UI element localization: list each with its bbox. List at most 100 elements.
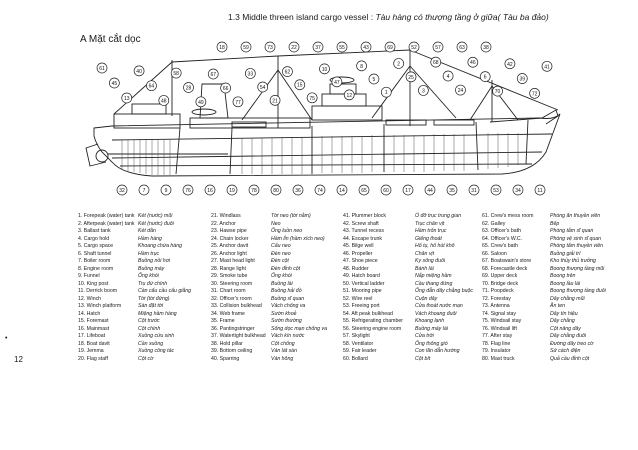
legend-vietnamese-term: Đường dây treo cờ xyxy=(550,340,594,347)
callout-number: 21 xyxy=(272,98,278,104)
legend-vietnamese-term: Cột nâng dây xyxy=(550,325,581,332)
legend-vietnamese-term: Bánh lái xyxy=(415,265,434,272)
title-number: 1.3 xyxy=(228,12,240,22)
callout-circle xyxy=(442,70,454,82)
legend-english-term: 33. Collision bulkhead xyxy=(211,303,262,309)
page-number: 12 xyxy=(14,355,23,364)
callout-number: 6 xyxy=(484,75,487,81)
callout-number: 68 xyxy=(433,60,439,66)
callout-number: 44 xyxy=(427,188,433,194)
legend-english-term: 26. Anchor light xyxy=(211,250,247,257)
callout-circle xyxy=(456,41,468,53)
legend-vietnamese-term: Cột cờ xyxy=(138,355,154,362)
callout-circle xyxy=(512,184,524,196)
legend-english-term: 72. Forestay xyxy=(482,295,511,302)
legend-english-term: 57. Skylight xyxy=(343,333,370,339)
legend-english-term: 67. Boatswain's store xyxy=(482,258,532,264)
legend-vietnamese-term: Cột trước xyxy=(138,318,160,324)
callout-circle xyxy=(319,63,330,75)
callout-circle xyxy=(121,92,133,104)
callout-circle xyxy=(292,184,304,196)
callout-circle xyxy=(393,58,405,69)
callout-number: 49 xyxy=(198,100,204,106)
callout-circle xyxy=(96,62,108,74)
callout-circle xyxy=(138,184,150,196)
legend-vietnamese-term: Chân vịt xyxy=(415,250,435,257)
callout-number: 48 xyxy=(161,98,167,104)
callout-circle xyxy=(182,184,194,196)
legend-english-term: 80. Mast truck xyxy=(482,355,515,362)
callout-circle xyxy=(368,73,380,85)
callout-number: 36 xyxy=(295,188,301,194)
callout-number: 37 xyxy=(315,45,321,51)
legend-vietnamese-term: Đèn cột xyxy=(271,258,289,264)
callout-circle xyxy=(356,60,367,72)
legend-vietnamese-term: Khoang lạnh xyxy=(415,318,445,324)
legend-vietnamese-term: Ăn ten xyxy=(550,303,565,309)
legend-vietnamese-term: Vách kín nước xyxy=(271,333,305,339)
callout-number: 61 xyxy=(99,66,105,72)
callout-number: 9 xyxy=(165,188,168,194)
legend-vietnamese-term: Khoang chứa hàng xyxy=(138,243,182,249)
callout-number: 66 xyxy=(223,86,229,92)
legend-vietnamese-term: Đèn neo xyxy=(271,250,291,257)
callout-number: 8 xyxy=(360,64,363,70)
callout-circle xyxy=(446,184,458,196)
legend-english-term: 4. Cargo hold xyxy=(78,235,110,242)
legend-vietnamese-term: Buồng giải trí xyxy=(550,250,581,257)
legend-english-term: 49. Hatch board xyxy=(343,273,380,279)
legend-english-term: 8. Engine room xyxy=(78,265,114,272)
legend-english-term: 78. Flag line xyxy=(482,340,511,347)
legend-vietnamese-term: Buồng máy lái xyxy=(415,325,448,332)
callout-number: 58 xyxy=(173,71,179,77)
legend-vietnamese-term: Ống luồn neo xyxy=(271,228,303,234)
legend-vietnamese-term: Cần xuồng xyxy=(138,340,164,347)
callout-number: 69 xyxy=(387,45,393,51)
legend-vietnamese-term: Buồng máy xyxy=(138,265,165,272)
callout-number: 14 xyxy=(339,188,345,194)
callout-circle xyxy=(109,77,120,89)
callout-number: 47 xyxy=(334,80,340,86)
legend-english-term: 63. Officer's bath xyxy=(482,228,521,234)
legend-vietnamese-term: Sườn thường xyxy=(271,318,302,324)
callout-circle xyxy=(257,81,269,93)
callout-circle xyxy=(405,71,417,83)
legend-vietnamese-term: Dây chằng xyxy=(550,318,575,324)
legend-english-term: 19. Jemma xyxy=(78,348,104,354)
callout-circle xyxy=(270,184,282,196)
callout-circle xyxy=(430,56,442,68)
callout-number: 34 xyxy=(515,188,521,194)
bridge-superstructure xyxy=(189,117,311,129)
callout-circle xyxy=(288,41,300,53)
callout-number: 55 xyxy=(339,45,345,51)
callout-number: 16 xyxy=(207,188,213,194)
callout-number: 39 xyxy=(519,77,525,83)
legend-english-term: 38. Hold pillar xyxy=(211,340,243,347)
legend-english-term: 41. Plummer block xyxy=(343,213,386,219)
legend-vietnamese-term: Phòng tắm sĩ quan xyxy=(550,228,594,234)
legend-english-term: 10. King post xyxy=(78,280,109,287)
legend-english-term: 53. Freeing port xyxy=(343,303,380,309)
callout-circle xyxy=(226,184,238,196)
legend-english-term: 40. Sparring xyxy=(211,355,240,362)
legend-vietnamese-term: Buồng nồi hơi xyxy=(138,258,170,264)
legend-vietnamese-term: Sứ cách điện xyxy=(550,348,581,354)
callout-number: 40 xyxy=(136,69,142,75)
legend-vietnamese-term: Két (nước) mũi xyxy=(138,213,173,219)
callout-circle xyxy=(116,184,128,196)
legend-vietnamese-term: Neo xyxy=(271,220,281,227)
legend-english-term: 20. Flag staff xyxy=(78,355,108,362)
callout-number: 22 xyxy=(291,45,297,51)
legend-english-term: 35. Frame xyxy=(211,318,235,324)
legend-english-term: 55. Refrigerating chamber xyxy=(343,318,403,324)
callout-circle xyxy=(207,68,219,80)
margin-bullet-mark: • xyxy=(5,335,8,342)
legend-english-term: 75. Windsail stay xyxy=(482,318,522,324)
callout-circle xyxy=(336,41,348,53)
legend-vietnamese-term: Cầu thang đứng xyxy=(415,280,453,287)
legend-english-term: 56. Steering engine room xyxy=(343,325,402,332)
callout-number: 1 xyxy=(385,90,388,96)
legend-english-term: 43. Tunnel recess xyxy=(343,228,384,234)
legend-vietnamese-term: Trục chân vịt xyxy=(415,220,445,227)
